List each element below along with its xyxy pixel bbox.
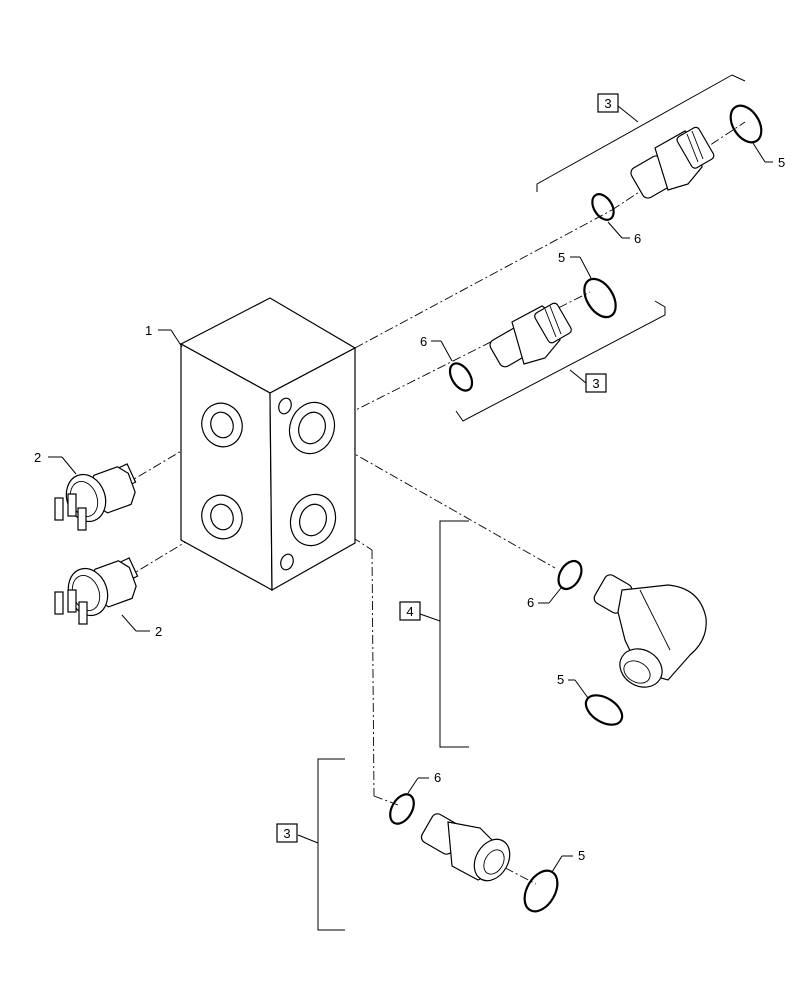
callout-kit-elbow: 4 [399,601,421,621]
callout-oring5-bottom: 5 [551,848,585,873]
svg-text:2: 2 [155,624,162,639]
o-ring-5-top [729,104,763,144]
callout-oring6-mid: 6 [420,334,453,362]
svg-text:3: 3 [592,376,599,391]
pressure-switch-upper [54,463,137,531]
svg-text:6: 6 [634,231,641,246]
straight-fitting-bottom [420,813,511,882]
callout-kit-mid: 3 [569,369,607,393]
svg-text:6: 6 [420,334,427,349]
svg-text:6: 6 [434,770,441,785]
callout-block: 1 [145,323,183,348]
o-ring-5-bottom [523,869,559,913]
svg-text:6: 6 [527,595,534,610]
mount-hole-bottom [280,553,294,571]
kit-bracket-bottom [297,758,345,931]
elbow-fitting [593,574,707,688]
callout-oring6-top: 6 [607,221,641,246]
o-ring-5-elbow [584,694,624,726]
o-ring-6-top [591,193,615,221]
port-lower-right [289,493,337,547]
o-ring-6-elbow [557,559,583,591]
svg-text:5: 5 [558,250,565,265]
pressure-switch-lower [54,557,139,625]
svg-text:5: 5 [578,848,585,863]
mount-hole-top [278,397,292,415]
kit-bracket-mid [455,300,666,422]
kit-bracket-elbow [419,520,469,748]
svg-text:5: 5 [778,155,785,170]
valve-block [179,297,357,592]
straight-fitting-top [630,126,715,199]
callout-oring6-elbow: 6 [527,587,562,610]
port-upper-left [201,402,243,448]
callout-oring5-mid: 5 [558,250,592,279]
kit-bracket-top [536,74,746,192]
svg-text:1: 1 [145,323,152,338]
callout-kit-top: 3 [597,93,639,123]
callout-switch-upper: 2 [34,450,77,475]
straight-fitting-mid [489,302,572,368]
o-ring-6-bottom [389,793,415,825]
svg-text:4: 4 [406,604,413,619]
svg-text:5: 5 [557,672,564,687]
callout-oring5-top: 5 [752,142,785,170]
callout-oring6-bottom: 6 [407,770,441,794]
svg-text:3: 3 [283,826,290,841]
o-ring-6-mid [448,362,474,392]
callout-kit-bottom: 3 [276,823,298,843]
svg-text:3: 3 [604,96,611,111]
o-ring-5-mid [583,277,617,319]
callout-oring5-elbow: 5 [557,672,589,699]
port-lower-left [201,494,243,540]
port-upper-right [288,401,336,455]
callout-switch-lower: 2 [121,614,162,639]
svg-text:2: 2 [34,450,41,465]
